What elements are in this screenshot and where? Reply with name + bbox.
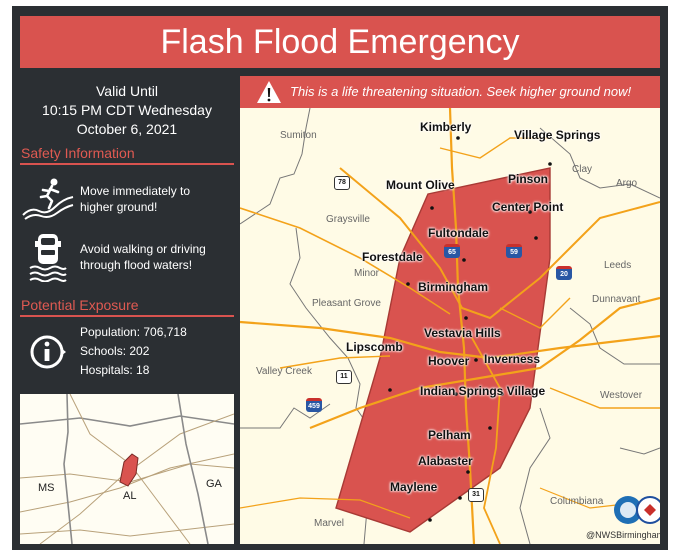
safety-item-line: Move immediately to (80, 184, 191, 198)
town-label-dunnavant: Dunnavant (592, 294, 641, 305)
hospitals-stat: Hospitals: 18 (80, 363, 150, 377)
town-label-argo: Argo (616, 178, 638, 189)
nws-credit: @NWSBirmingham (586, 530, 660, 540)
town-label-columbiana: Columbiana (550, 496, 604, 507)
info-panel: Valid Until 10:15 PM CDT Wednesday Octob… (20, 78, 234, 377)
city-label-center-point: Center Point (492, 200, 564, 214)
warning-banner: This is a life threatening situation. Se… (240, 76, 660, 108)
interstate-shield: 459 (306, 398, 322, 412)
city-label-vestavia-hills: Vestavia Hills (424, 326, 501, 340)
warning-triangle-icon (256, 80, 282, 108)
map-base-layer (240, 108, 660, 544)
inset-map-graphic (20, 394, 234, 544)
city-label-birmingham: Birmingham (418, 280, 489, 294)
safety-section: Safety Information Move immediately to h… (20, 144, 234, 282)
warning-area-map: This is a life threatening situation. Se… (240, 76, 660, 544)
warning-text: This is a life threatening situation. Se… (290, 84, 632, 99)
interstate-shield: 59 (506, 244, 522, 258)
city-label-forestdale: Forestdale (362, 250, 423, 264)
safety-item-line: through flood waters! (80, 258, 193, 272)
city-label-inverness: Inverness (484, 352, 541, 366)
safety-item-line: higher ground! (80, 200, 158, 214)
town-label-pleasant-grove: Pleasant Grove (312, 298, 381, 309)
town-label-graysville: Graysville (326, 214, 370, 225)
population-stat: Population: 706,718 (80, 325, 187, 339)
city-label-hoover: Hoover (428, 354, 470, 368)
running-uphill-icon (20, 175, 76, 223)
city-label-pinson: Pinson (508, 172, 549, 186)
town-label-marvel: Marvel (314, 518, 345, 529)
map-canvas: Kimberly Village Springs Pinson Mount Ol… (240, 108, 660, 544)
town-label-sumiton: Sumiton (280, 130, 317, 141)
city-label-indian-springs-village: Indian Springs Village (420, 384, 546, 398)
city-label-pelham: Pelham (428, 428, 471, 442)
us-route-shield: 31 (468, 488, 484, 502)
safety-item: Move immediately to higher ground! (20, 175, 234, 223)
schools-stat: Schools: 202 (80, 344, 150, 358)
valid-until-label: Valid Until (96, 83, 158, 99)
city-label-fultondale: Fultondale (428, 226, 489, 240)
town-label-leeds: Leeds (604, 260, 632, 271)
car-in-water-icon (20, 233, 76, 282)
town-label-westover: Westover (600, 390, 643, 401)
interstate-shield: 65 (444, 244, 460, 258)
exposure-section: Potential Exposure Population: 706,718 S… (20, 296, 234, 380)
us-route-shield: 11 (336, 370, 352, 384)
city-label-mount-olive: Mount Olive (386, 178, 455, 192)
town-label-minor: Minor (354, 268, 380, 279)
page-title: Flash Flood Emergency (20, 16, 660, 68)
exposure-row: Population: 706,718 Schools: 202 Hospita… (20, 323, 234, 380)
info-icon (20, 328, 76, 376)
inset-label-ga: GA (206, 478, 222, 490)
flash-flood-graphic: Flash Flood Emergency Valid Until 10:15 … (12, 6, 668, 550)
safety-heading: Safety Information (20, 144, 234, 165)
town-label-clay: Clay (572, 164, 593, 175)
city-label-maylene: Maylene (390, 480, 438, 494)
valid-until-date: October 6, 2021 (76, 121, 178, 137)
city-label-lipscomb: Lipscomb (346, 340, 403, 354)
city-label-village-springs: Village Springs (514, 128, 601, 142)
validity-block: Valid Until 10:15 PM CDT Wednesday Octob… (20, 82, 234, 139)
inset-label-al: AL (123, 490, 137, 502)
overview-inset-map: MS AL GA (20, 394, 234, 544)
valid-until-time: 10:15 PM CDT Wednesday (42, 102, 212, 118)
interstate-shield: 20 (556, 266, 572, 280)
city-label-kimberly: Kimberly (420, 120, 472, 134)
us-route-shield: 78 (334, 176, 350, 190)
town-label-valley-creek: Valley Creek (256, 366, 312, 377)
city-label-alabaster: Alabaster (418, 454, 473, 468)
inset-label-ms: MS (38, 482, 55, 494)
exposure-heading: Potential Exposure (20, 296, 234, 317)
safety-item-line: Avoid walking or driving (80, 242, 206, 256)
safety-item: Avoid walking or driving through flood w… (20, 233, 234, 282)
